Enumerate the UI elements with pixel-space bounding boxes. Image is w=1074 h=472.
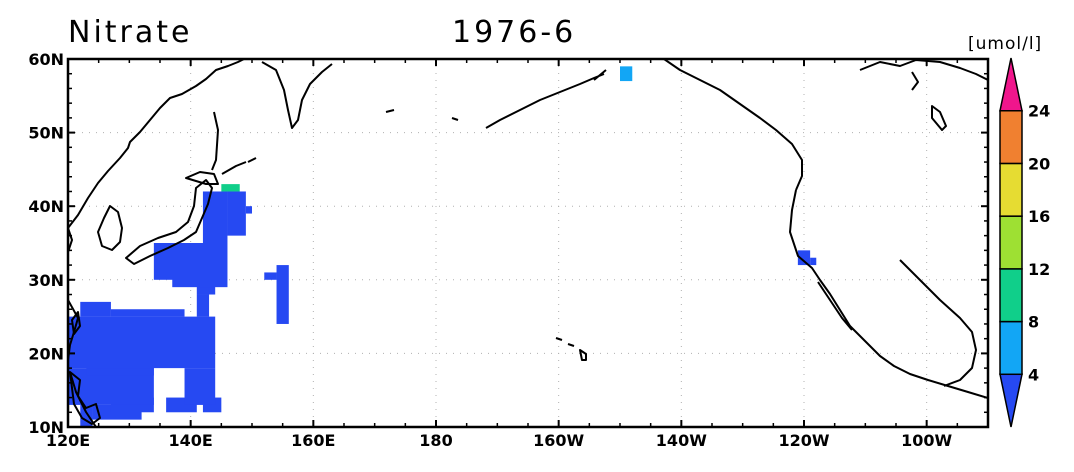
colorbar-segment [999, 320, 1023, 376]
map-title: Nitrate [68, 15, 193, 50]
y-tick-label: 30N [28, 271, 64, 290]
colorbar-label: 20 [1028, 154, 1050, 173]
data-cell [196, 294, 210, 317]
y-tick-label: 20N [28, 344, 64, 363]
colorbar-label: 12 [1028, 260, 1050, 279]
x-tick-label: 160E [291, 431, 335, 450]
philippines-coastline [69, 371, 101, 425]
colorbar-segment [999, 162, 1023, 217]
colorbar-segment [999, 109, 1023, 165]
arctic-coastline [859, 59, 988, 131]
data-cell [80, 301, 111, 317]
colorbar-label: 8 [1028, 313, 1039, 332]
y-tick-label: 50N [28, 124, 64, 143]
data-cells [68, 66, 817, 427]
japan-coastline [125, 111, 219, 265]
data-cell [245, 206, 252, 214]
alaska-coastline [663, 59, 803, 191]
aleutian-coastline [385, 69, 607, 129]
colorbar-segment [999, 57, 1023, 112]
data-cell [276, 265, 289, 324]
data-cell [202, 191, 228, 243]
x-tick-label: 100W [901, 431, 952, 450]
taiwan-coastline [71, 311, 81, 335]
y-tick-label: 40N [28, 197, 64, 216]
colorbar-segment [999, 373, 1023, 428]
y-tick-label: 60N [28, 50, 64, 69]
data-cell [227, 191, 246, 236]
data-cell [264, 272, 277, 280]
x-tick-label: 120E [46, 431, 90, 450]
colorbar-label: 24 [1028, 102, 1050, 121]
map-date: 1976-6 [452, 15, 577, 50]
asia-coastline [68, 59, 245, 427]
colorbar-label: 16 [1028, 207, 1050, 226]
data-cell [153, 243, 197, 280]
data-cell [797, 250, 811, 266]
coastlines [68, 59, 988, 427]
y-axis-ticks: 10N 20N 30N 40N 50N 60N [28, 50, 988, 437]
kuril-coastline [221, 157, 257, 175]
gulf-coastline [899, 259, 977, 387]
x-tick-label: 160W [533, 431, 584, 450]
colorbar-segment [999, 215, 1023, 270]
x-tick-label: 140E [169, 431, 213, 450]
data-cell [68, 316, 216, 369]
north-america-coastline [789, 189, 988, 399]
x-tick-label: 120W [778, 431, 829, 450]
kamchatka-coastline [261, 61, 333, 129]
data-cell [620, 66, 633, 82]
colorbar: 4 8 12 16 20 24 [999, 57, 1050, 428]
korea-coastline [97, 205, 123, 251]
hawaii-coastline [555, 337, 587, 361]
data-cell [184, 368, 216, 405]
x-tick-label: 140W [656, 431, 707, 450]
y-tick-label: 10N [28, 418, 64, 437]
data-cell [810, 257, 817, 266]
colorbar-units: [umol/l] [968, 34, 1043, 54]
colorbar-label: 4 [1028, 365, 1039, 384]
x-tick-label: 180 [419, 431, 452, 450]
data-cell [110, 309, 185, 317]
data-cell [221, 184, 240, 192]
x-axis-ticks: 120E 140E 160E 180 160W 140W 120W 100W [46, 59, 959, 450]
colorbar-segment [999, 268, 1023, 323]
